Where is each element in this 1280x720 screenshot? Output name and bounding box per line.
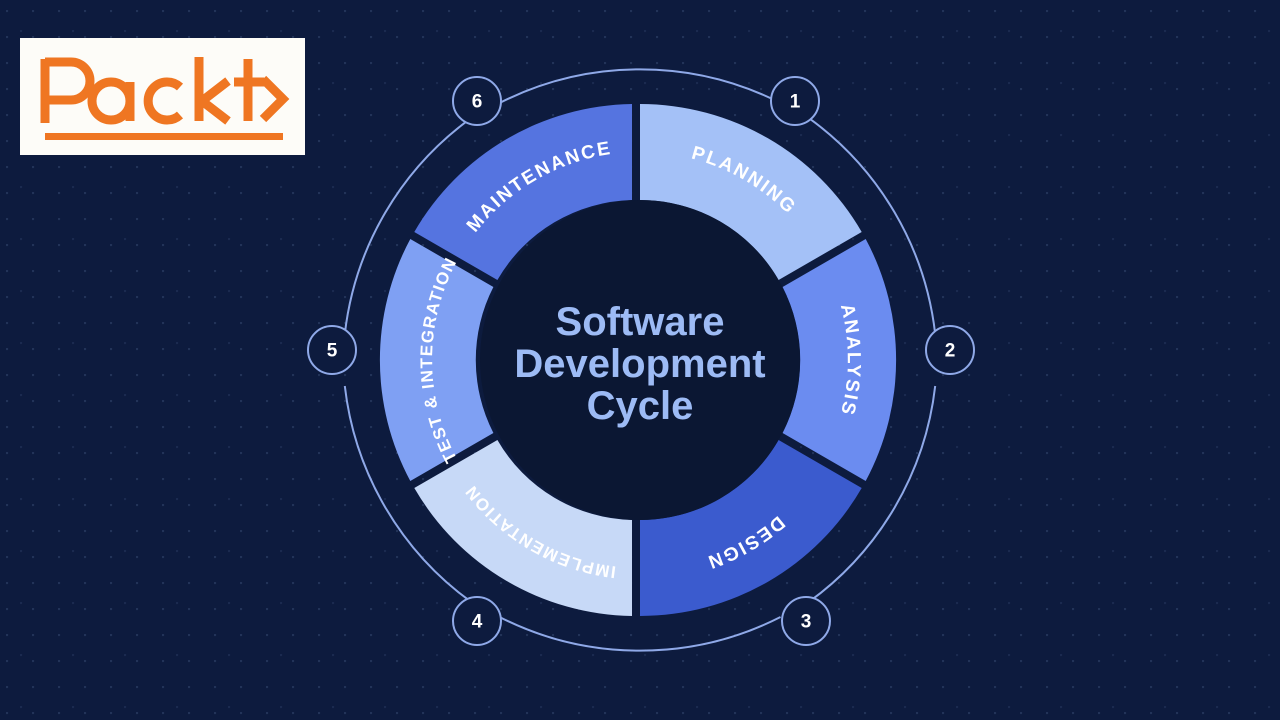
center-title-line2: Development bbox=[514, 342, 765, 386]
step-marker-5[interactable]: 5 bbox=[307, 325, 357, 375]
step-number-6: 6 bbox=[472, 92, 483, 113]
step-bubble-1[interactable] bbox=[770, 76, 820, 126]
step-number-2: 2 bbox=[945, 341, 956, 362]
step-number-4: 4 bbox=[472, 612, 483, 633]
center-title-line1: Software bbox=[556, 300, 725, 344]
segment-test-integration[interactable] bbox=[379, 239, 494, 481]
segment-analysis[interactable] bbox=[782, 239, 897, 481]
step-number-5: 5 bbox=[327, 341, 338, 362]
center-title-line3: Cycle bbox=[587, 384, 694, 428]
packt-logo bbox=[20, 38, 305, 155]
cycle-segments bbox=[379, 104, 897, 616]
segment-design[interactable] bbox=[640, 440, 862, 616]
step-number-1: 1 bbox=[790, 92, 801, 113]
segment-implementation[interactable] bbox=[414, 440, 632, 616]
segment-maintenance[interactable] bbox=[414, 104, 632, 280]
outer-guide-ring bbox=[343, 68, 937, 652]
step-marker-3[interactable]: 3 bbox=[781, 596, 831, 646]
center-disc bbox=[480, 200, 800, 520]
step-marker-2[interactable]: 2 bbox=[925, 325, 975, 375]
step-marker-6[interactable]: 6 bbox=[452, 76, 502, 126]
packt-logo-mark bbox=[40, 56, 290, 140]
step-number-3: 3 bbox=[801, 612, 812, 633]
step-marker-4[interactable]: 4 bbox=[452, 596, 502, 646]
step-bubble-4[interactable] bbox=[452, 596, 502, 646]
step-bubble-2[interactable] bbox=[925, 325, 975, 375]
step-marker-1[interactable]: 1 bbox=[770, 76, 820, 126]
segment-planning[interactable] bbox=[640, 104, 862, 280]
center-title: Software Development Cycle bbox=[514, 300, 765, 428]
step-bubble-3[interactable] bbox=[781, 596, 831, 646]
step-bubble-6[interactable] bbox=[452, 76, 502, 126]
step-markers: 1 2 3 4 5 6 bbox=[307, 76, 975, 646]
step-bubble-5[interactable] bbox=[307, 325, 357, 375]
